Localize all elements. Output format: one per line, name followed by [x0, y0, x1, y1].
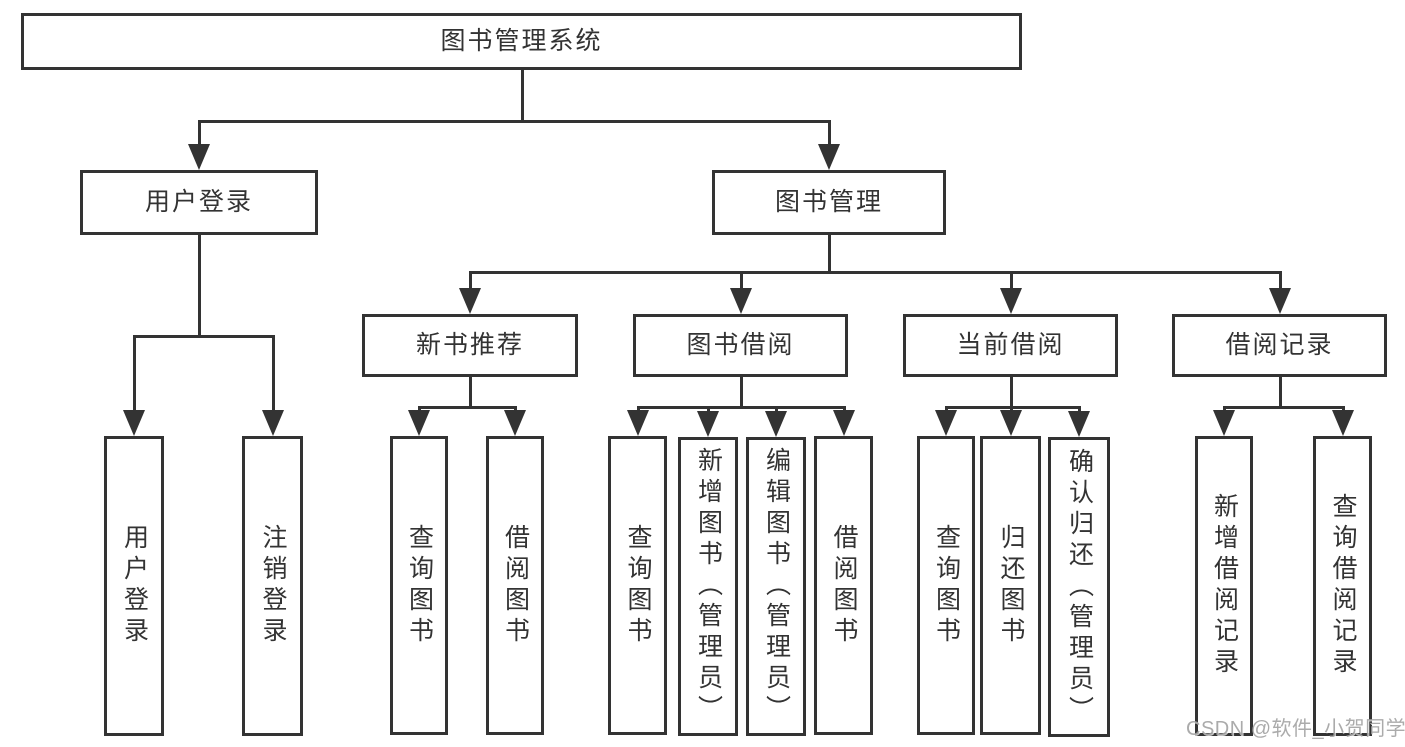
arrow-down-icon	[504, 410, 526, 436]
arrow-down-icon	[123, 410, 145, 436]
edge-bar-user-login	[133, 335, 275, 338]
arrow-down-icon	[1000, 288, 1022, 314]
arrow-down-icon	[818, 144, 840, 170]
edge-drop-cb-return-books	[1010, 406, 1013, 412]
node-book-mgmt: 图书管理	[712, 170, 946, 235]
edge-drop-nb-query-books	[418, 406, 421, 412]
arrow-down-icon	[188, 144, 210, 170]
edge-stem-book-borrow	[740, 377, 743, 409]
edge-stem-borrow-records	[1279, 377, 1282, 409]
edge-bar-borrow-records	[1223, 406, 1345, 409]
arrow-down-icon	[935, 410, 957, 436]
node-bb-borrow-books: 借阅图书	[814, 436, 873, 735]
arrow-down-icon	[627, 410, 649, 436]
edge-drop-book-borrow	[740, 271, 743, 290]
edge-drop-br-query-record	[1342, 406, 1345, 412]
edge-stem-book-mgmt	[828, 235, 831, 274]
node-br-query-record: 查询借阅记录	[1313, 436, 1372, 736]
node-root: 图书管理系统	[21, 13, 1022, 70]
arrow-down-icon	[1269, 288, 1291, 314]
node-br-add-record: 新增借阅记录	[1195, 436, 1253, 736]
edge-drop-borrow-records	[1279, 271, 1282, 290]
node-label-cb-query-books: 查询图书	[932, 523, 961, 648]
node-nb-query-books: 查询图书	[390, 436, 448, 735]
edge-drop-new-book-rec	[469, 271, 472, 290]
node-label-borrow-records: 借阅记录	[1225, 331, 1334, 359]
node-label-current-borrow: 当前借阅	[956, 331, 1065, 359]
node-bb-edit-books-admin: 编辑图书（管理员）	[746, 437, 806, 736]
arrow-down-icon	[833, 410, 855, 436]
edge-drop-ul-user-login	[133, 335, 136, 412]
edge-bar-book-borrow	[637, 406, 846, 409]
edge-drop-bb-query-books	[637, 406, 640, 412]
csdn-watermark: CSDN @软件_小贺同学	[1186, 718, 1405, 740]
node-nb-borrow-books: 借阅图书	[486, 436, 544, 735]
node-label-ul-user-login: 用户登录	[120, 524, 149, 648]
edge-bar-current-borrow	[945, 406, 1081, 409]
edge-drop-nb-borrow-books	[514, 406, 517, 412]
node-cb-return-books: 归还图书	[980, 436, 1041, 735]
arrow-down-icon	[730, 288, 752, 314]
node-user-login: 用户登录	[80, 170, 318, 235]
node-label-nb-borrow-books: 借阅图书	[501, 523, 530, 648]
arrow-down-icon	[1332, 410, 1354, 436]
edge-drop-user-login	[198, 120, 201, 146]
edge-stem-current-borrow	[1010, 377, 1013, 409]
node-ul-logout: 注销登录	[242, 436, 303, 736]
node-label-ul-logout: 注销登录	[259, 524, 287, 648]
edge-stem-new-book-rec	[469, 377, 472, 409]
node-label-cb-confirm-return-admin: 确认归还（管理员）	[1065, 447, 1094, 727]
node-cb-confirm-return-admin: 确认归还（管理员）	[1048, 437, 1110, 737]
arrow-down-icon	[1068, 411, 1090, 437]
node-label-bb-query-books: 查询图书	[624, 523, 652, 648]
node-label-nb-query-books: 查询图书	[405, 523, 434, 648]
node-borrow-records: 借阅记录	[1172, 314, 1387, 377]
edge-drop-bb-borrow-books	[843, 406, 846, 412]
edge-drop-bb-edit-books-admin	[775, 406, 778, 413]
node-bb-query-books: 查询图书	[608, 436, 667, 735]
node-new-book-rec: 新书推荐	[362, 314, 578, 377]
edge-drop-cb-confirm-return-admin	[1078, 406, 1081, 413]
edge-stem-root	[521, 70, 524, 123]
node-label-book-mgmt: 图书管理	[774, 188, 883, 216]
node-label-bb-edit-books-admin: 编辑图书（管理员）	[762, 447, 791, 726]
arrow-down-icon	[1000, 410, 1022, 436]
node-current-borrow: 当前借阅	[903, 314, 1118, 377]
arrow-down-icon	[765, 411, 787, 437]
edge-bar-root	[198, 120, 831, 123]
edge-stem-user-login	[198, 235, 201, 338]
node-label-root: 图书管理系统	[440, 27, 603, 55]
node-label-book-borrow: 图书借阅	[686, 331, 795, 359]
node-label-br-query-record: 查询借阅记录	[1329, 493, 1357, 679]
edge-drop-br-add-record	[1223, 406, 1226, 412]
edge-drop-book-mgmt	[828, 120, 831, 146]
edge-drop-cb-query-books	[945, 406, 948, 412]
edge-drop-bb-add-books-admin	[707, 406, 710, 413]
node-label-new-book-rec: 新书推荐	[415, 331, 524, 359]
node-label-cb-return-books: 归还图书	[997, 523, 1025, 648]
edge-drop-current-borrow	[1010, 271, 1013, 290]
node-label-bb-add-books-admin: 新增图书（管理员）	[694, 447, 723, 726]
arrow-down-icon	[459, 288, 481, 314]
arrow-down-icon	[408, 410, 430, 436]
edge-bar-new-book-rec	[418, 406, 517, 409]
node-book-borrow: 图书借阅	[633, 314, 848, 377]
edge-drop-ul-logout	[272, 335, 275, 412]
node-ul-user-login: 用户登录	[104, 436, 164, 736]
node-label-user-login: 用户登录	[144, 188, 253, 216]
arrow-down-icon	[262, 410, 284, 436]
arrow-down-icon	[697, 411, 719, 437]
node-label-bb-borrow-books: 借阅图书	[830, 523, 858, 648]
arrow-down-icon	[1213, 410, 1235, 436]
node-label-br-add-record: 新增借阅记录	[1210, 493, 1239, 679]
node-cb-query-books: 查询图书	[917, 436, 975, 735]
edge-bar-book-mgmt	[469, 271, 1282, 274]
node-bb-add-books-admin: 新增图书（管理员）	[678, 437, 738, 736]
